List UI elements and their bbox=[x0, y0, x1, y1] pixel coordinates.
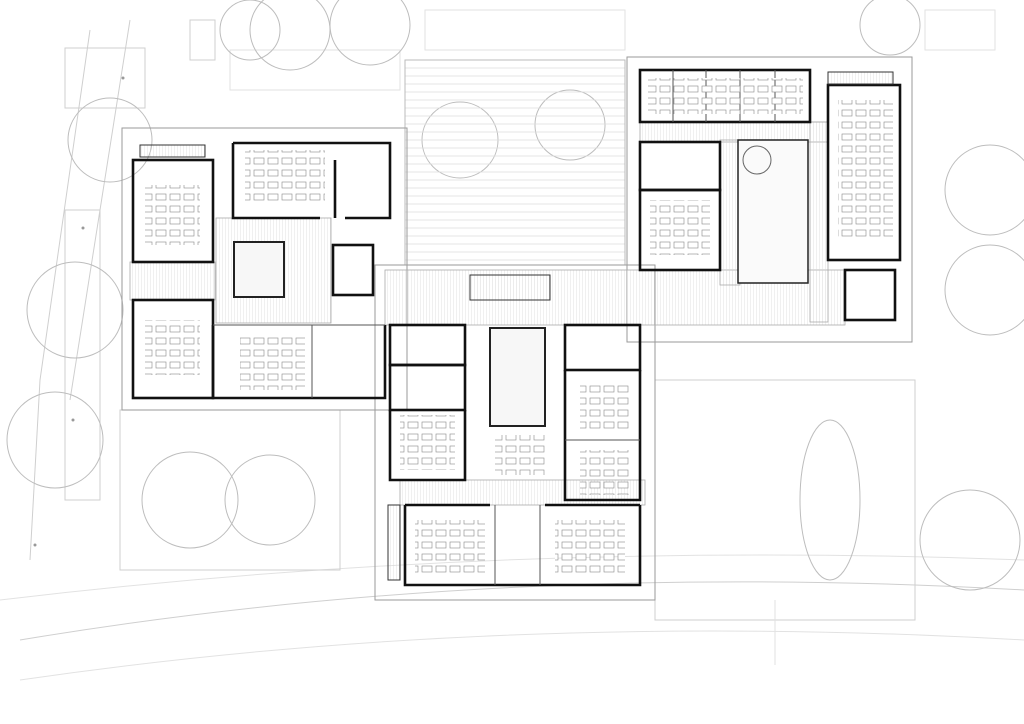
atrium-west bbox=[233, 241, 285, 298]
tree-symbol bbox=[859, 0, 921, 56]
tree-symbol bbox=[6, 391, 104, 489]
tree-symbol bbox=[141, 451, 239, 549]
tree-symbol bbox=[26, 261, 124, 359]
sports-field bbox=[404, 59, 626, 266]
tree-symbol bbox=[944, 244, 1024, 336]
site-context bbox=[0, 9, 1024, 681]
inner-courtyard-east bbox=[737, 139, 809, 284]
tree-symbol bbox=[249, 0, 331, 71]
tree-symbol bbox=[224, 454, 316, 546]
atrium-center bbox=[489, 327, 546, 427]
spiral-stair-symbol bbox=[742, 145, 772, 175]
desk-symbol bbox=[415, 520, 485, 575]
desk-symbol bbox=[245, 150, 325, 205]
desk-symbol bbox=[145, 185, 200, 245]
stair-symbol bbox=[827, 71, 894, 85]
desk-symbol bbox=[650, 200, 710, 255]
walls bbox=[131, 68, 902, 587]
desk-symbol bbox=[495, 435, 545, 475]
desk-symbol bbox=[580, 385, 630, 430]
desk-symbol bbox=[555, 520, 625, 575]
tree-symbol bbox=[329, 0, 411, 66]
furniture bbox=[145, 78, 893, 575]
tree-symbol bbox=[799, 419, 861, 581]
desk-symbol bbox=[648, 78, 803, 114]
tree-symbol bbox=[919, 489, 1021, 591]
tree-symbol bbox=[944, 144, 1024, 236]
tree-symbol bbox=[67, 97, 153, 183]
stairs bbox=[139, 71, 894, 581]
desk-symbol bbox=[400, 415, 455, 470]
stair-symbol bbox=[139, 144, 206, 158]
desk-symbol bbox=[240, 335, 305, 390]
desk-symbol bbox=[580, 450, 630, 495]
building-outline bbox=[121, 56, 913, 601]
stair-symbol bbox=[469, 274, 551, 301]
desk-symbol bbox=[838, 100, 893, 240]
stair-symbol bbox=[387, 504, 401, 581]
desk-symbol bbox=[145, 320, 200, 375]
tree-symbol bbox=[219, 0, 281, 61]
